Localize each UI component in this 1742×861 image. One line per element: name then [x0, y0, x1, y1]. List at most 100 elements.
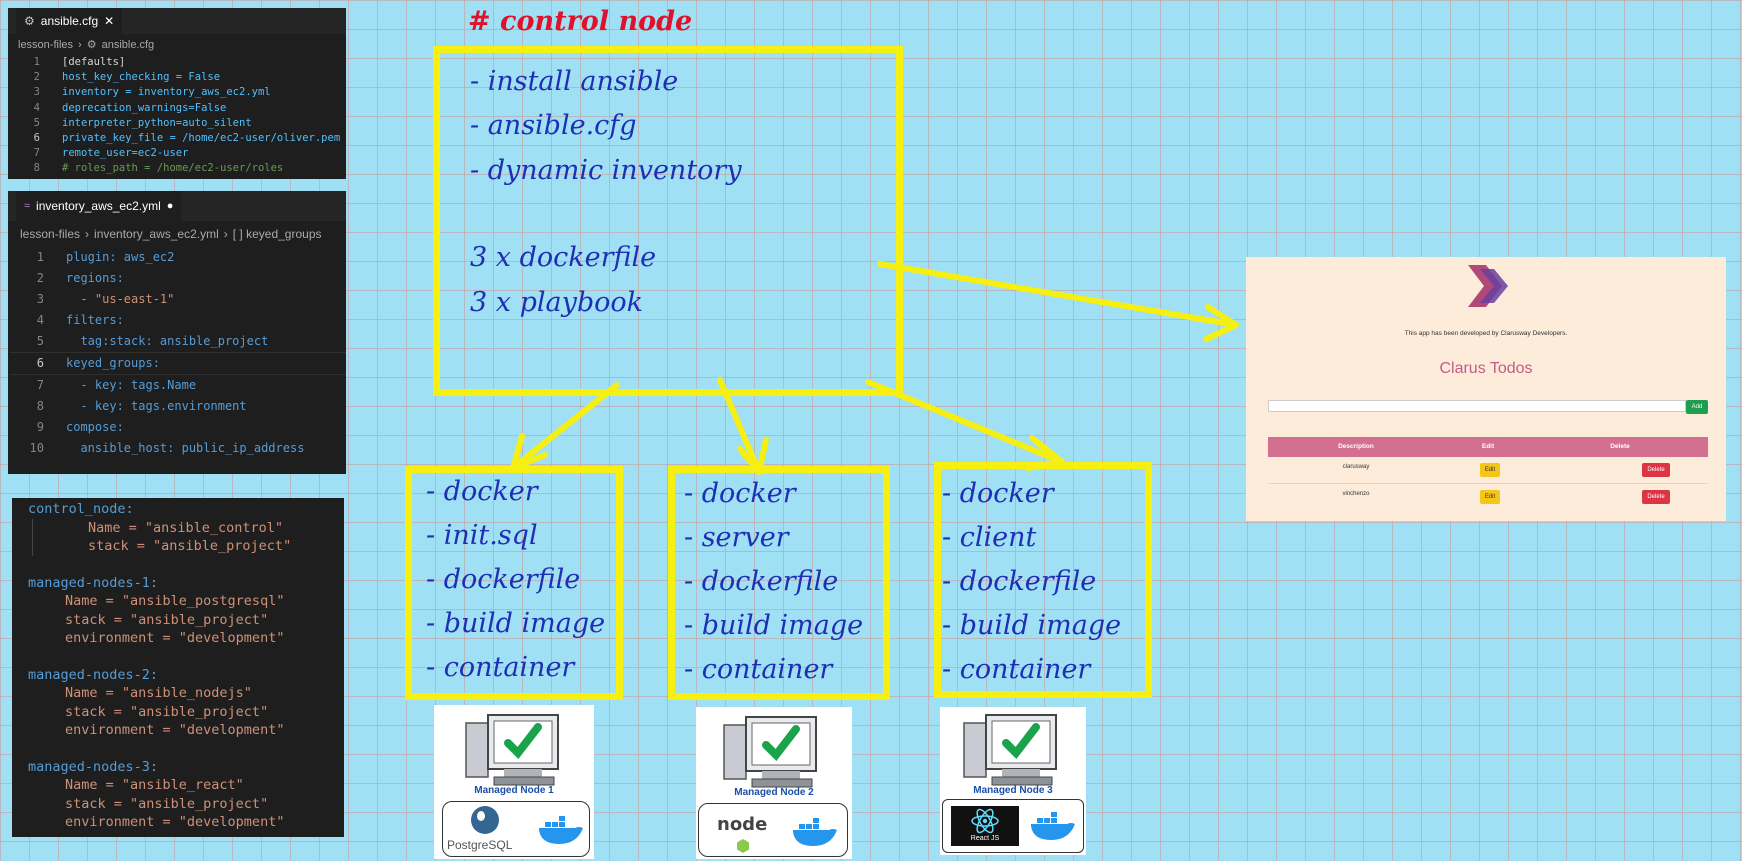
node-label: Managed Node 3 — [973, 785, 1053, 796]
chevron-right-icon: › — [85, 227, 90, 241]
computer-check-icon — [963, 714, 1057, 786]
delete-button[interactable]: Delete — [1642, 463, 1670, 477]
tag-line: environment = "development" — [65, 814, 285, 830]
code-line: 10 ansible_host: public_ip_address — [29, 441, 305, 455]
row-description: vinchenzo — [1342, 491, 1370, 497]
node-3-item: - docker — [942, 478, 1054, 509]
node-label: Managed Node 2 — [734, 787, 814, 798]
tag-line: Name = "ansible_react" — [65, 777, 244, 793]
code-line: 3 - "us-east-1" — [36, 292, 175, 306]
header-description: Description — [1338, 443, 1374, 450]
nodejs-hex-icon — [737, 839, 749, 853]
node-1-item: - docker — [426, 476, 538, 507]
app-subtitle: This app has been developed by Clarusway… — [1404, 330, 1568, 337]
clarusway-logo-icon — [1468, 265, 1508, 307]
tag-line: Name = "ansible_postgresql" — [65, 593, 285, 609]
node-1-item: - build image — [426, 608, 606, 639]
tag-group: managed-nodes-2: Name = "ansible_nodejs"… — [28, 666, 344, 740]
code-line: 5 tag:stack: ansible_project — [36, 334, 269, 348]
ec2-tags-panel: control_node: Name = "ansible_control" s… — [12, 498, 344, 837]
delete-button[interactable]: Delete — [1642, 490, 1670, 504]
group-name: managed-nodes-3: — [28, 758, 159, 775]
breadcrumb-folder[interactable]: lesson-files — [18, 38, 74, 51]
node-2-box — [668, 466, 890, 700]
inventory-editor: ≈ inventory_aws_ec2.yml ● lesson-files ›… — [8, 191, 346, 474]
node-3-item: - client — [942, 522, 1037, 553]
breadcrumb-symbol[interactable]: [ ] keyed_groups — [232, 227, 322, 241]
breadcrumb-folder[interactable]: lesson-files — [20, 227, 81, 241]
tab-label: ansible.cfg — [40, 14, 99, 28]
group-name: managed-nodes-2: — [28, 666, 159, 683]
tag-line: Name = "ansible_control" — [32, 518, 344, 537]
group-name: control_node: — [28, 501, 134, 517]
node-2-item: - dockerfile — [684, 566, 839, 597]
tag-line: stack = "ansible_project" — [65, 611, 269, 628]
chevron-right-icon: › — [78, 38, 82, 51]
table-header: Description Edit Delete — [1268, 437, 1708, 457]
unsaved-dot-icon[interactable]: ● — [166, 200, 174, 212]
gear-icon: ⚙ — [24, 14, 35, 28]
control-item: - install ansible — [470, 66, 679, 97]
edit-button[interactable]: Edit — [1480, 463, 1500, 477]
yaml-file-icon: ≈ — [24, 200, 31, 212]
header-edit: Edit — [1481, 443, 1495, 450]
node-3-item: - container — [942, 654, 1091, 685]
app-title: Clarus Todos — [1439, 360, 1533, 377]
header-delete: Delete — [1610, 443, 1630, 450]
tag-group: managed-nodes-3: Name = "ansible_react" … — [28, 758, 344, 832]
tag-line: stack = "ansible_project" — [65, 795, 269, 812]
control-item: 3 x playbook — [470, 287, 643, 318]
node-label: Managed Node 1 — [474, 785, 554, 796]
add-button[interactable]: Add — [1686, 400, 1708, 414]
tech-label: node — [717, 814, 768, 835]
tab-bar: ≈ inventory_aws_ec2.yml ● — [8, 191, 346, 221]
tab-inventory[interactable]: ≈ inventory_aws_ec2.yml ● — [16, 191, 182, 221]
tag-line: stack = "ansible_project" — [65, 703, 269, 720]
docker-icon — [793, 818, 837, 846]
docker-icon — [539, 816, 583, 844]
node-1-box — [405, 466, 623, 700]
tag-group: managed-nodes-1: Name = "ansible_postgre… — [28, 574, 344, 648]
computer-check-icon — [723, 716, 817, 788]
chevron-right-icon: › — [223, 227, 228, 241]
node-1-item: - container — [426, 652, 575, 683]
tech-label: React JS — [970, 835, 1000, 842]
table-row: vinchenzo Edit Delete — [1268, 484, 1708, 510]
control-item: - ansible.cfg — [470, 110, 637, 141]
table-row: clarusway Edit Delete — [1268, 457, 1708, 484]
code-line: 1[defaults] — [33, 56, 126, 68]
node-2-item: - container — [684, 654, 833, 685]
tag-line: environment = "development" — [65, 630, 285, 646]
tech-label: PostgreSQL — [447, 838, 513, 852]
row-description: clarusway — [1342, 464, 1370, 470]
tag-line: environment = "development" — [65, 722, 285, 738]
breadcrumb-file[interactable]: inventory_aws_ec2.yml — [94, 227, 219, 241]
tag-group: control_node: Name = "ansible_control" s… — [28, 500, 344, 556]
node-3-item: - dockerfile — [942, 566, 1097, 597]
tag-line: stack = "ansible_project" — [32, 537, 344, 556]
arrow-to-node-1 — [510, 382, 620, 471]
todo-app-screenshot: This app has been developed by Clarusway… — [1246, 257, 1726, 521]
node-2-item: - server — [684, 522, 789, 553]
edit-button[interactable]: Edit — [1480, 490, 1500, 504]
node-3-box — [934, 462, 1152, 698]
control-node-title: # control node — [468, 6, 693, 37]
close-icon[interactable]: ✕ — [104, 14, 115, 28]
todo-input[interactable] — [1268, 400, 1686, 412]
node-3-item: - build image — [942, 610, 1122, 641]
breadcrumb: lesson-files › inventory_aws_ec2.yml › [… — [8, 221, 346, 247]
tag-line: Name = "ansible_nodejs" — [65, 685, 252, 701]
tab-ansible-cfg[interactable]: ⚙ ansible.cfg ✕ — [16, 8, 123, 34]
breadcrumb-file[interactable]: ansible.cfg — [101, 38, 155, 51]
tab-bar: ⚙ ansible.cfg ✕ — [8, 8, 346, 34]
